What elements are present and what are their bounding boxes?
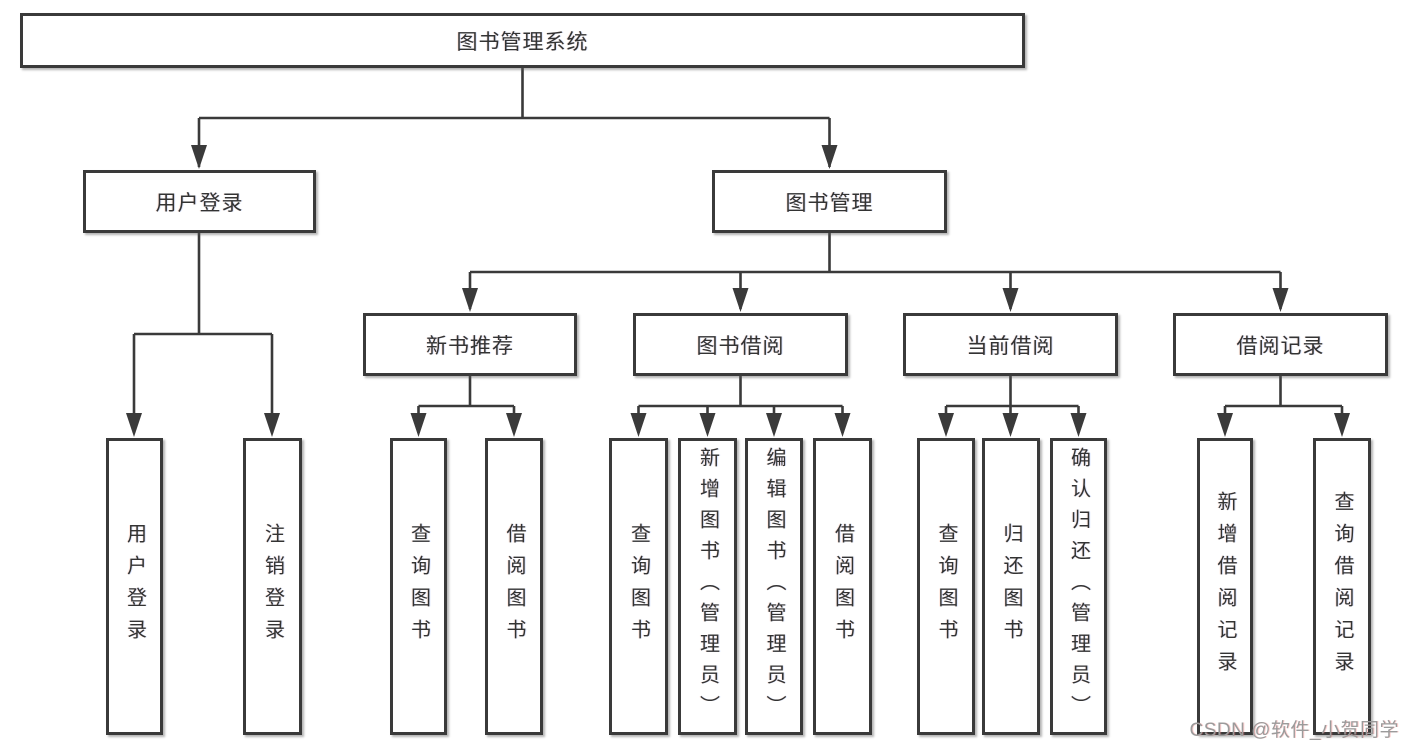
leaf-query-books-current: 查询图书 bbox=[917, 438, 975, 735]
leaf-query-books-recommend: 查询图书 bbox=[390, 438, 447, 735]
node-user-login-label: 用户登录 bbox=[155, 191, 244, 215]
leaf-user-login: 用户登录 bbox=[106, 438, 163, 735]
leaf-logout: 注销登录 bbox=[243, 438, 302, 735]
connector-arrowheads bbox=[126, 145, 1350, 437]
leaf-add-borrow-record-label: 新增借阅记录 bbox=[1214, 490, 1236, 683]
leaf-query-books-recommend-label: 查询图书 bbox=[407, 522, 430, 651]
leaf-query-books-borrowing-label: 查询图书 bbox=[627, 522, 650, 651]
node-borrowing-records-label: 借阅记录 bbox=[1236, 334, 1325, 358]
leaf-return-book: 归还图书 bbox=[982, 438, 1040, 735]
node-book-borrowing: 图书借阅 bbox=[633, 313, 848, 376]
connector-paths bbox=[132, 68, 1344, 433]
node-current-borrowing: 当前借阅 bbox=[903, 313, 1118, 376]
node-book-borrowing-label: 图书借阅 bbox=[696, 334, 785, 358]
node-user-login: 用户登录 bbox=[83, 170, 316, 233]
node-book-management: 图书管理 bbox=[712, 170, 947, 233]
leaf-confirm-return-admin: 确认归还（管理员） bbox=[1050, 438, 1107, 735]
leaf-query-borrow-record: 查询借阅记录 bbox=[1313, 438, 1371, 735]
node-new-book-recommend-label: 新书推荐 bbox=[426, 334, 514, 358]
leaf-add-book-admin: 新增图书（管理员） bbox=[678, 438, 737, 735]
leaf-borrow-books-borrowing-label: 借阅图书 bbox=[831, 522, 854, 651]
leaf-edit-book-admin: 编辑图书（管理员） bbox=[745, 438, 803, 735]
leaf-edit-book-admin-label: 编辑图书（管理员） bbox=[763, 447, 785, 726]
node-root-system: 图书管理系统 bbox=[20, 13, 1025, 68]
watermark-text: CSDN @软件_小贺同学 bbox=[1189, 720, 1399, 741]
leaf-return-book-label: 归还图书 bbox=[1000, 522, 1022, 651]
node-book-management-label: 图书管理 bbox=[785, 191, 874, 215]
leaf-borrow-books-borrowing: 借阅图书 bbox=[813, 438, 872, 735]
leaf-query-borrow-record-label: 查询借阅记录 bbox=[1331, 490, 1353, 683]
leaf-user-login-label: 用户登录 bbox=[123, 522, 146, 651]
leaf-add-book-admin-label: 新增图书（管理员） bbox=[696, 447, 719, 726]
leaf-add-borrow-record: 新增借阅记录 bbox=[1197, 438, 1253, 735]
node-current-borrowing-label: 当前借阅 bbox=[966, 334, 1055, 358]
leaf-borrow-books-recommend: 借阅图书 bbox=[485, 438, 543, 735]
leaf-query-books-current-label: 查询图书 bbox=[935, 522, 957, 651]
node-root-system-label: 图书管理系统 bbox=[456, 30, 589, 54]
node-new-book-recommend: 新书推荐 bbox=[363, 313, 577, 376]
leaf-query-books-borrowing: 查询图书 bbox=[609, 438, 668, 735]
leaf-logout-label: 注销登录 bbox=[261, 522, 284, 651]
node-borrowing-records: 借阅记录 bbox=[1173, 313, 1388, 376]
leaf-confirm-return-admin-label: 确认归还（管理员） bbox=[1067, 447, 1090, 726]
leaf-borrow-books-recommend-label: 借阅图书 bbox=[503, 522, 525, 651]
